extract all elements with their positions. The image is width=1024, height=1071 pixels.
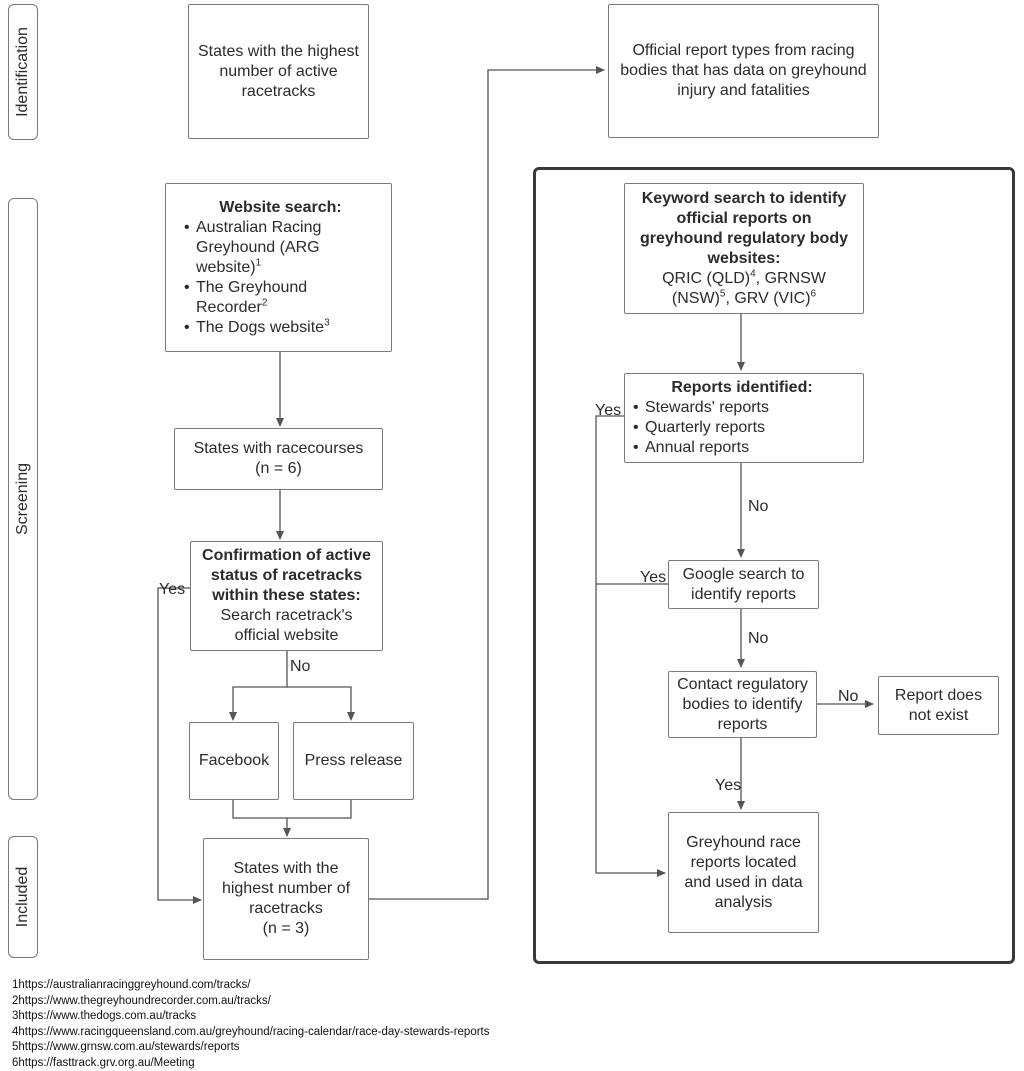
list-item: Quarterly reports — [631, 418, 853, 438]
footnote: 5https://www.grnsw.com.au/stewards/repor… — [12, 1041, 240, 1053]
footnotes: 1https://australianracinggreyhound.com/t… — [12, 978, 490, 1071]
list-item: Stewards' reports — [631, 398, 853, 418]
reports-identified-box: Reports identified: Stewards' reports Qu… — [624, 373, 864, 463]
footnote: 1https://australianracinggreyhound.com/t… — [12, 979, 251, 991]
keyword-search-title: Keyword search to identify official repo… — [639, 189, 848, 267]
arrow-no-to-press-release — [287, 686, 355, 721]
report-not-exist-text: Report does not exist — [894, 686, 983, 724]
official-report-types-box: Official report types from racing bodies… — [608, 4, 879, 138]
facebook-text: Facebook — [198, 752, 270, 769]
confirmation-box: Confirmation of active status of racetra… — [190, 541, 383, 651]
regulatory-search-frame — [533, 167, 1015, 964]
edge-label-yes: Yes — [595, 402, 622, 419]
phase-identification: Identification — [8, 4, 38, 140]
footnote: 3https://www.thedogs.com.au/tracks — [12, 1010, 197, 1022]
states-highest-active-text: States with the highest number of active… — [198, 42, 359, 100]
phase-included: Included — [8, 836, 38, 958]
arrow-no-to-facebook — [229, 651, 288, 721]
footnote: 6https://fasttrack.grv.org.au/Meeting — [12, 1056, 195, 1069]
states-included-count: (n = 3) — [262, 920, 310, 937]
edge-label-yes: Yes — [715, 777, 742, 794]
list-item: The Dogs website3 — [182, 318, 379, 338]
arrow-yes-reports-to-located — [595, 415, 666, 877]
edge-label-yes: Yes — [159, 581, 186, 598]
reports-located-text: Greyhound race reports located and used … — [684, 833, 803, 911]
reports-located-box: Greyhound race reports located and used … — [668, 812, 819, 933]
list-item: Australian Racing Greyhound (ARG website… — [182, 218, 379, 278]
edge-label-no: No — [838, 688, 859, 705]
states-included-box: States with the highest number of racetr… — [203, 838, 369, 960]
reports-identified-title: Reports identified: — [671, 379, 813, 396]
contact-bodies-text: Contact regulatory bodies to identify re… — [677, 675, 808, 733]
official-report-types-text: Official report types from racing bodies… — [620, 42, 867, 99]
states-highest-active-box: States with the highest number of active… — [188, 4, 369, 139]
google-search-text: Google search to identify reports — [682, 565, 805, 603]
footnote: 2https://www.thegreyhoundrecorder.com.au… — [12, 994, 271, 1007]
states-included-text: States with the highest number of racetr… — [221, 860, 351, 917]
edge-label-no: No — [748, 498, 769, 515]
list-item: Annual reports — [631, 438, 853, 458]
website-search-box: Website search: Australian Racing Greyho… — [165, 183, 392, 352]
website-search-list: Australian Racing Greyhound (ARG website… — [182, 218, 379, 338]
website-search-title: Website search: — [219, 198, 342, 216]
reports-identified-list: Stewards' reports Quarterly reports Annu… — [631, 398, 853, 458]
keyword-search-box: Keyword search to identify official repo… — [624, 183, 864, 314]
press-release-box: Press release — [293, 722, 414, 800]
states-racecourses-text: States with racecourses — [193, 440, 364, 457]
merge-line — [232, 800, 352, 819]
list-item: The Greyhound Recorder2 — [182, 278, 379, 318]
arrow-yes-to-included — [157, 587, 202, 904]
contact-bodies-box: Contact regulatory bodies to identify re… — [668, 671, 817, 738]
keyword-search-bodies: QRIC (QLD)4, GRNSW (NSW)5, GRV (VIC)6 — [662, 268, 826, 307]
confirmation-body: Search racetrack's official website — [220, 607, 353, 644]
arrow-included-to-report-types — [369, 66, 605, 900]
google-search-box: Google search to identify reports — [668, 560, 819, 609]
edge-label-no: No — [748, 630, 769, 647]
press-release-text: Press release — [304, 752, 403, 769]
facebook-box: Facebook — [189, 722, 279, 800]
confirmation-title: Confirmation of active status of racetra… — [202, 547, 371, 604]
edge-label-yes: Yes — [640, 569, 667, 586]
states-racecourses-box: States with racecourses (n = 6) — [174, 428, 383, 490]
phase-screening: Screening — [8, 198, 38, 800]
report-not-exist-box: Report does not exist — [878, 676, 999, 735]
footnote: 4https://www.racingqueensland.com.au/gre… — [12, 1025, 490, 1038]
edge-label-no: No — [290, 658, 311, 675]
states-racecourses-count: (n = 6) — [255, 460, 302, 477]
